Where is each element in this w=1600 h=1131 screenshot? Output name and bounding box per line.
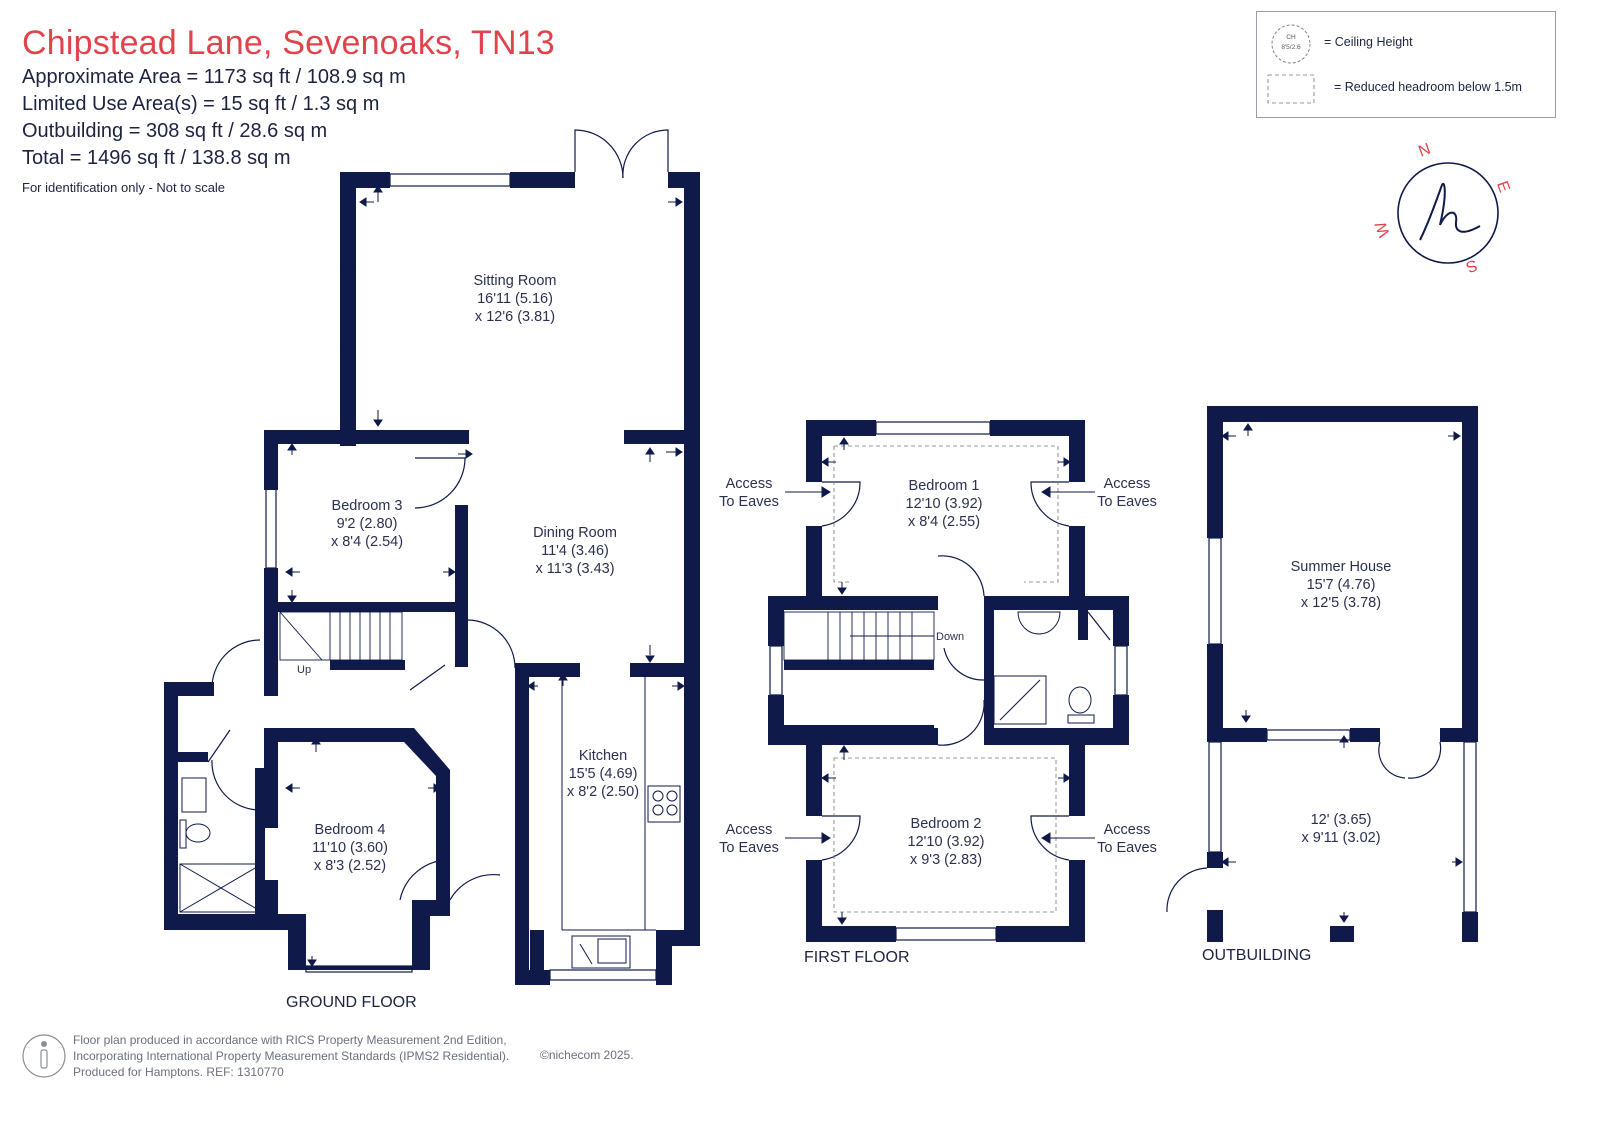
outbuilding-area: Outbuilding = 308 sq ft / 28.6 sq m bbox=[22, 120, 328, 142]
room-dimension: x 8'3 (2.52) bbox=[313, 858, 387, 874]
footer-line: Floor plan produced in accordance with R… bbox=[73, 1033, 507, 1047]
room-name: Summer House bbox=[1290, 559, 1392, 575]
first-floor-label: FIRST FLOOR bbox=[804, 949, 910, 966]
ceiling-height-symbol bbox=[1271, 24, 1311, 64]
stairs-up-label: Up bbox=[297, 664, 312, 676]
outbuilding-label: OUTBUILDING bbox=[1202, 947, 1312, 964]
room-dimension: x 8'4 (2.55) bbox=[907, 514, 981, 530]
room-dimension: 15'7 (4.76) bbox=[1306, 577, 1376, 593]
legend-box bbox=[1256, 11, 1556, 118]
room-dimension: x 8'2 (2.50) bbox=[566, 784, 640, 800]
footer-line: Produced for Hamptons. REF: 1310770 bbox=[73, 1065, 284, 1079]
room-sitting-room: Sitting Room 16'11 (5.16) x 12'6 (3.81) bbox=[455, 272, 575, 326]
room-dimension: 15'5 (4.69) bbox=[568, 766, 638, 782]
footer-line: Incorporating International Property Mea… bbox=[73, 1049, 510, 1063]
room-name: Bedroom 1 bbox=[908, 478, 980, 494]
room-dimension: 12'10 (3.92) bbox=[907, 834, 985, 850]
room-dimension: 11'4 (3.46) bbox=[541, 543, 609, 559]
disclaimer-note: For identification only - Not to scale bbox=[22, 180, 226, 195]
room-bedroom-3: Bedroom 3 9'2 (2.80) x 8'4 (2.54) bbox=[307, 497, 427, 551]
footer-text: Floor plan produced in accordance with R… bbox=[73, 1032, 509, 1080]
room-name: Bedroom 4 bbox=[314, 822, 386, 838]
dimension-arrows bbox=[285, 185, 1463, 967]
eaves-line: To Eaves bbox=[719, 494, 779, 510]
total-area: Total = 1496 sq ft / 138.8 sq m bbox=[22, 147, 291, 169]
room-dimension: x 9'3 (2.83) bbox=[909, 852, 983, 868]
room-name: Bedroom 3 bbox=[331, 498, 403, 514]
approximate-area: Approximate Area = 1173 sq ft / 108.9 sq… bbox=[22, 66, 406, 88]
eaves-line: To Eaves bbox=[1097, 840, 1157, 856]
access-to-eaves-label: Access To Eaves bbox=[1096, 475, 1158, 511]
access-to-eaves-label: Access To Eaves bbox=[1096, 821, 1158, 857]
room-dimension: 11'10 (3.60) bbox=[312, 840, 388, 856]
room-dimension: x 12'5 (3.78) bbox=[1300, 595, 1382, 611]
page-title: Chipstead Lane, Sevenoaks, TN13 bbox=[22, 24, 555, 62]
kitchen-fittings bbox=[179, 611, 1095, 969]
ceiling-height-symbol-text: CH 8'5/2.6 bbox=[1274, 33, 1308, 53]
room-kitchen: Kitchen 15'5 (4.69) x 8'2 (2.50) bbox=[543, 747, 663, 801]
room-outbuilding-porch: 12' (3.65) x 9'11 (3.02) bbox=[1281, 811, 1401, 847]
room-dimension: x 11'3 (3.43) bbox=[535, 561, 615, 577]
access-to-eaves-label: Access To Eaves bbox=[718, 475, 780, 511]
stairs-down-label: Down bbox=[936, 631, 965, 643]
room-bedroom-1: Bedroom 1 12'10 (3.92) x 8'4 (2.55) bbox=[884, 477, 1004, 531]
legend-reduced-headroom-label: = Reduced headroom below 1.5m bbox=[1334, 80, 1522, 94]
ground-floor-label: GROUND FLOOR bbox=[286, 994, 417, 1011]
room-dimension: 12'10 (3.92) bbox=[905, 496, 983, 512]
legend-ceiling-height-label: = Ceiling Height bbox=[1324, 35, 1413, 49]
room-dimension: x 8'4 (2.54) bbox=[330, 534, 404, 550]
walls bbox=[164, 172, 1478, 985]
room-name: Dining Room bbox=[533, 525, 617, 541]
room-dimension: x 9'11 (3.02) bbox=[1301, 830, 1381, 846]
eaves-line: Access bbox=[1103, 822, 1151, 838]
eaves-line: To Eaves bbox=[719, 840, 779, 856]
copyright: ©nichecom 2025. bbox=[540, 1048, 634, 1062]
room-name: Sitting Room bbox=[473, 273, 557, 289]
room-dimension: 9'2 (2.80) bbox=[336, 516, 398, 532]
stairs bbox=[279, 611, 935, 661]
room-summer-house: Summer House 15'7 (4.76) x 12'5 (3.78) bbox=[1281, 558, 1401, 612]
eaves-line: Access bbox=[725, 476, 773, 492]
eaves-line: Access bbox=[725, 822, 773, 838]
compass-logo bbox=[1397, 162, 1499, 264]
eaves-line: To Eaves bbox=[1097, 494, 1157, 510]
doors bbox=[207, 129, 1442, 913]
access-to-eaves-label: Access To Eaves bbox=[718, 821, 780, 857]
limited-use-area: Limited Use Area(s) = 15 sq ft / 1.3 sq … bbox=[22, 93, 380, 115]
room-dimension: 12' (3.65) bbox=[1310, 812, 1372, 828]
ceiling-symbol-top: CH bbox=[1286, 34, 1296, 41]
ceiling-symbol-bottom: 8'5/2.6 bbox=[1281, 44, 1301, 51]
room-dining-room: Dining Room 11'4 (3.46) x 11'3 (3.43) bbox=[515, 524, 635, 578]
room-name: Kitchen bbox=[578, 748, 628, 764]
reduced-headroom-outlines bbox=[833, 74, 1315, 913]
eaves-line: Access bbox=[1103, 476, 1151, 492]
windows bbox=[165, 173, 1477, 981]
info-person-icon bbox=[22, 1034, 66, 1078]
room-bedroom-2: Bedroom 2 12'10 (3.92) x 9'3 (2.83) bbox=[886, 815, 1006, 869]
room-dimension: 16'11 (5.16) bbox=[477, 291, 553, 307]
room-name: Bedroom 2 bbox=[910, 816, 982, 832]
room-dimension: x 12'6 (3.81) bbox=[474, 309, 556, 325]
room-bedroom-4: Bedroom 4 11'10 (3.60) x 8'3 (2.52) bbox=[290, 821, 410, 875]
